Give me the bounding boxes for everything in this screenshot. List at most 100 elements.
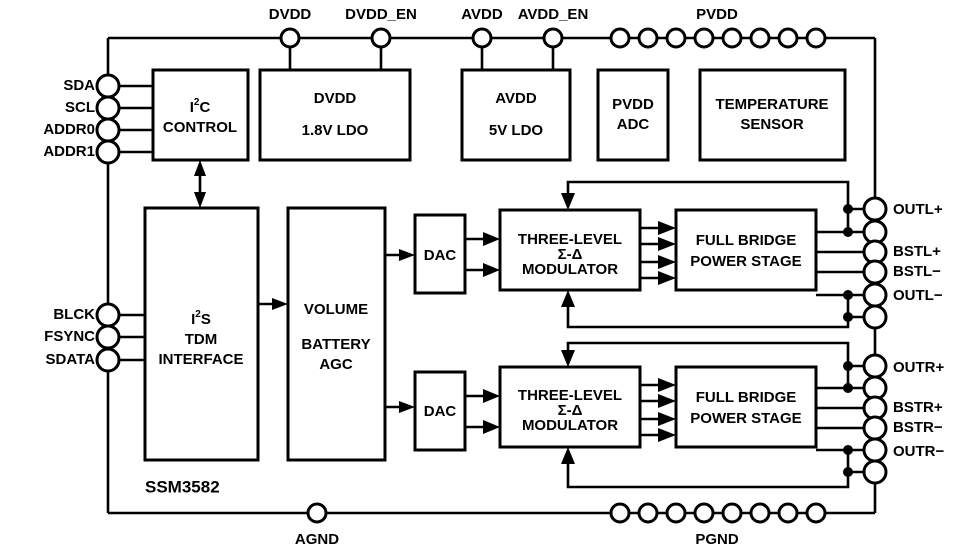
feedback-right-bottom-wire xyxy=(566,457,850,489)
block-modulator-right[interactable] xyxy=(498,365,642,449)
block-avdd-ldo-line1: AVDD xyxy=(495,90,537,107)
block-avdd-ldo[interactable] xyxy=(460,68,572,162)
block-full-bridge-left[interactable] xyxy=(674,208,818,292)
rail-label-dvdd-en: DVDD_EN xyxy=(345,6,417,23)
block-modulator-right-line2: Σ-Δ xyxy=(558,402,583,419)
arrow-head-right-icon xyxy=(483,420,500,434)
block-dac-left[interactable] xyxy=(413,213,467,295)
block-i2s-tdm-interface[interactable] xyxy=(143,206,260,462)
block-volume-line2: BATTERY xyxy=(301,336,370,353)
pin-addr0[interactable] xyxy=(95,117,121,143)
block-full-bridge-right[interactable] xyxy=(674,365,818,449)
part-number-label: SSM3582 xyxy=(145,477,220,496)
pin-sdata[interactable] xyxy=(95,347,121,373)
pin-agnd[interactable] xyxy=(306,502,328,524)
pin-pgnd-5[interactable] xyxy=(721,502,743,524)
pin-pgnd-6[interactable] xyxy=(749,502,771,524)
pin-fsync[interactable] xyxy=(95,324,121,350)
block-pvdd-adc-line1: PVDD xyxy=(612,96,654,113)
pin-pgnd-4[interactable] xyxy=(693,502,715,524)
pin-outr-plus-a[interactable] xyxy=(862,353,888,379)
block-temperature-sensor-line1: TEMPERATURE xyxy=(715,96,828,113)
feedback-loop-left-bottom xyxy=(561,290,850,329)
pin-pgnd-1[interactable] xyxy=(609,502,631,524)
pin-avdd[interactable] xyxy=(471,27,493,49)
block-dvdd-ldo-line1: DVDD xyxy=(314,90,357,107)
pin-bstl-minus[interactable] xyxy=(862,259,888,285)
feedback-right-top-wire xyxy=(566,341,850,366)
block-pvdd-adc[interactable] xyxy=(596,68,670,162)
volume-to-dac-left-arrow xyxy=(385,249,415,261)
pin-pvdd-4[interactable] xyxy=(693,27,715,49)
pin-blck[interactable] xyxy=(95,302,121,328)
feedback-loop-left-top xyxy=(561,180,850,210)
pin-label-bstl-plus: BSTL+ xyxy=(893,243,941,260)
pin-bstr-minus[interactable] xyxy=(862,415,888,441)
block-pvdd-adc-line2: ADC xyxy=(617,116,650,133)
feedback-left-top-wire xyxy=(566,180,850,209)
pin-outl-minus-a[interactable] xyxy=(862,282,888,308)
block-dac-right-label: DAC xyxy=(424,403,457,420)
pin-label-bstr-minus: BSTR− xyxy=(893,419,943,436)
block-i2c-control[interactable] xyxy=(151,68,250,162)
rail-label-agnd: AGND xyxy=(295,531,339,548)
volume-to-dac-right-arrow xyxy=(385,401,415,413)
pin-avdd-en[interactable] xyxy=(542,27,564,49)
pin-pvdd-5[interactable] xyxy=(721,27,743,49)
pin-pvdd-7[interactable] xyxy=(777,27,799,49)
pin-pvdd-3[interactable] xyxy=(665,27,687,49)
block-i2s-line1: I2S xyxy=(191,309,211,328)
pin-label-sda: SDA xyxy=(63,77,95,94)
arrow-head-right-icon xyxy=(483,263,500,277)
pin-pvdd-2[interactable] xyxy=(637,27,659,49)
pin-label-bstr-plus: BSTR+ xyxy=(893,399,943,416)
block-temperature-sensor[interactable] xyxy=(698,68,847,162)
pin-label-addr1: ADDR1 xyxy=(43,143,95,160)
block-temperature-sensor-line2: SENSOR xyxy=(740,116,804,133)
pin-pvdd-6[interactable] xyxy=(749,27,771,49)
arrow-head-right-icon xyxy=(658,428,676,442)
arrow-head-down-icon xyxy=(194,192,206,208)
arrow-head-right-icon xyxy=(483,232,500,246)
modulator-right-to-bridge-arrows xyxy=(640,378,676,442)
pin-pgnd-3[interactable] xyxy=(665,502,687,524)
pin-sda[interactable] xyxy=(95,73,121,99)
block-bridge-left-line1: FULL BRIDGE xyxy=(696,232,797,249)
pin-addr1[interactable] xyxy=(95,139,121,165)
block-modulator-left-line3: MODULATOR xyxy=(522,261,618,278)
pin-outl-plus-a[interactable] xyxy=(862,196,888,222)
arrow-head-right-icon xyxy=(658,221,676,235)
arrow-head-up-icon xyxy=(194,160,206,176)
pin-pgnd-2[interactable] xyxy=(637,502,659,524)
block-modulator-left-line1: THREE-LEVEL xyxy=(518,231,622,248)
junction-dot-outl-plus-bottom xyxy=(843,227,853,237)
block-dvdd-ldo[interactable] xyxy=(258,68,412,162)
block-volume-battery-agc[interactable] xyxy=(286,206,387,462)
pin-label-outr-plus: OUTR+ xyxy=(893,359,944,376)
pin-scl[interactable] xyxy=(95,95,121,121)
pin-pvdd-8[interactable] xyxy=(805,27,827,49)
junction-dot-outr-minus-top xyxy=(843,445,853,455)
pin-pgnd-8[interactable] xyxy=(805,502,827,524)
pin-dvdd[interactable] xyxy=(279,27,301,49)
block-dac-right[interactable] xyxy=(413,370,467,452)
pin-dvdd-en[interactable] xyxy=(370,27,392,49)
pin-outl-minus-b[interactable] xyxy=(862,304,888,330)
arrow-head-right-icon xyxy=(272,298,288,310)
modulator-left-to-bridge-arrows xyxy=(640,221,676,285)
arrow-head-down-icon xyxy=(561,193,575,210)
pin-pvdd-1[interactable] xyxy=(609,27,631,49)
pin-label-bstl-minus: BSTL− xyxy=(893,263,941,280)
arrow-head-up-icon xyxy=(561,290,575,307)
block-volume-line3: AGC xyxy=(319,356,353,373)
block-i2c-control-line1: I2C xyxy=(190,97,211,116)
pin-outr-minus-a[interactable] xyxy=(862,437,888,463)
i2s-to-volume-arrow xyxy=(258,298,288,310)
pin-outr-minus-b[interactable] xyxy=(862,459,888,485)
block-modulator-left[interactable] xyxy=(498,208,642,292)
feedback-loop-right-bottom xyxy=(561,447,850,489)
block-bridge-right-line1: FULL BRIDGE xyxy=(696,389,797,406)
pin-pgnd-7[interactable] xyxy=(777,502,799,524)
